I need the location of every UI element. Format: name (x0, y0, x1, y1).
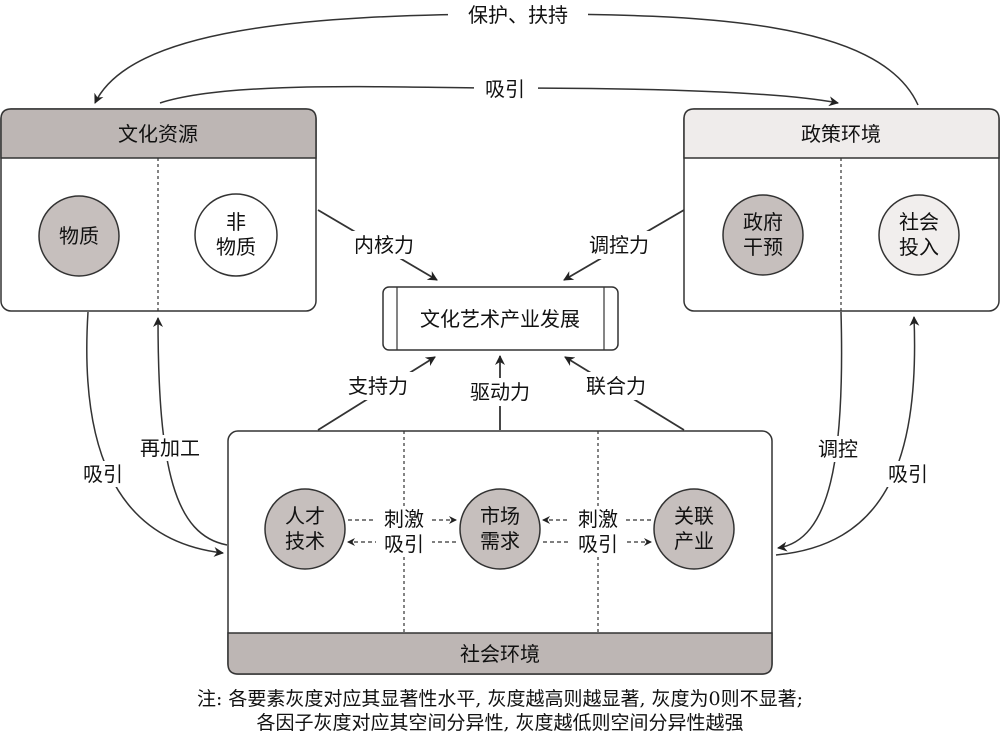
talent-tech-circle (264, 488, 346, 570)
protect-label-bg (448, 2, 588, 28)
core-force-label: 内核力 (354, 233, 414, 257)
social-investment-label-line2: 投入 (899, 235, 939, 259)
left-reprocess-curve (153, 317, 228, 546)
stimulate-right-label: 刺激 (578, 507, 618, 531)
drive-force-label-bg (462, 378, 538, 406)
talent-tech-label-line2: 技术 (285, 529, 325, 553)
right-attract-bg (880, 461, 936, 487)
regulate-force-label-bg (578, 231, 660, 259)
left-reprocess-bg (134, 435, 208, 461)
support-force-label: 支持力 (348, 374, 408, 398)
joint-force-label: 联合力 (586, 374, 646, 398)
note-line-2: 各因子灰度对应其空间分异性, 灰度越低则空间分异性越强 (256, 712, 744, 734)
right-regulate-curve (777, 311, 843, 552)
regulate-force-label: 调控力 (589, 233, 649, 257)
left-attract-bg (78, 461, 130, 487)
joint-force-label-bg (578, 372, 654, 400)
market-demand-circle (459, 488, 541, 570)
stimulate-right-bg (570, 506, 626, 530)
culture-resources-title: 文化资源 (118, 122, 198, 146)
stimulate-left-bg (376, 506, 432, 530)
right-attract-label: 吸引 (888, 462, 928, 486)
social-investment-label-line1: 社会 (899, 210, 939, 234)
drive-force-label: 驱动力 (470, 380, 530, 404)
nonmaterial-label-line2: 物质 (216, 235, 256, 259)
left-attract-label: 吸引 (83, 462, 123, 486)
policy-environment-title: 政策环境 (801, 122, 881, 146)
center-title: 文化艺术产业发展 (420, 307, 580, 331)
note-line-1: 注: 各要素灰度对应其显著性水平, 灰度越高则越显著, 灰度为0则不显著; (196, 688, 804, 710)
attract-top-label: 吸引 (485, 77, 525, 101)
attract-left-bg (376, 532, 432, 556)
nonmaterial-circle (194, 193, 278, 277)
social-investment-circle (878, 194, 960, 276)
protect-support-label: 保护、扶持 (468, 3, 568, 27)
center-box (382, 286, 619, 351)
left-reprocess-label: 再加工 (140, 436, 200, 460)
talent-tech-label-line1: 人才 (285, 504, 325, 528)
gov-intervention-label-line2: 干预 (743, 235, 783, 259)
related-industry-label-line2: 产业 (674, 529, 714, 553)
attract-top-label-bg (474, 76, 538, 102)
attract-left-label: 吸引 (384, 532, 424, 556)
attract-right-bg (570, 532, 626, 556)
core-force-label-bg (346, 231, 422, 259)
left-attract-curve (86, 311, 224, 557)
market-demand-label-line2: 需求 (480, 529, 520, 553)
nonmaterial-label-line1: 非 (226, 210, 246, 234)
material-circle (38, 195, 120, 277)
right-attract-curve (775, 316, 920, 556)
right-regulate-bg (810, 436, 866, 462)
attract-right-label: 吸引 (578, 532, 618, 556)
support-force-label-bg (340, 372, 416, 400)
stimulate-left-label: 刺激 (384, 507, 424, 531)
social-environment-title: 社会环境 (460, 642, 540, 666)
related-industry-label-line1: 关联 (674, 504, 714, 528)
material-label: 物质 (59, 224, 99, 248)
right-regulate-label: 调控 (818, 437, 858, 461)
gov-intervention-circle (722, 194, 804, 276)
related-industry-circle (653, 488, 735, 570)
gov-intervention-label-line1: 政府 (743, 210, 783, 234)
market-demand-label-line1: 市场 (480, 504, 520, 528)
